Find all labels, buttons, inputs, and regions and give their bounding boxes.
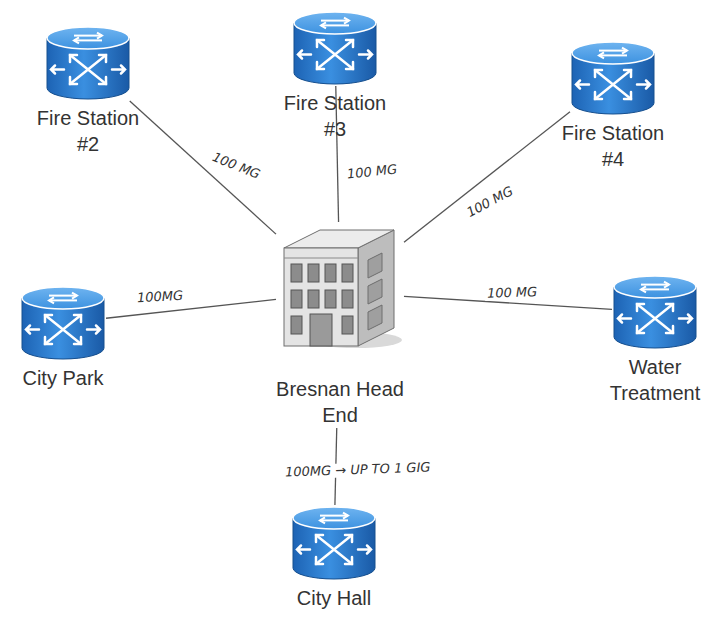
router-node: City Hall [291,505,377,581]
router-node: Fire Station #2 [45,25,131,101]
router-icon [45,25,131,101]
link-speed-label: 100MG → UP TO 1 GIG [283,460,433,480]
node-label: City Hall [297,585,371,611]
router-node: Water Treatment [612,274,698,350]
building-icon [276,222,404,350]
link-speed-label: 100 MG [344,162,399,182]
router-icon [291,505,377,581]
link-line [130,101,276,234]
link-speed-label: 100MG [135,289,186,306]
link-speed-label: 100 MG [485,285,540,301]
router-icon [612,274,698,350]
node-label: Bresnan Head End [276,376,404,428]
head-end-node: Bresnan Head End [276,222,404,428]
router-icon [292,10,378,86]
router-node: Fire Station #3 [292,10,378,86]
node-label: City Park [22,365,103,391]
router-node: Fire Station #4 [570,40,656,116]
router-node: City Park [20,285,106,361]
link-speed-label: 100 MG [208,149,264,183]
node-label: Fire Station #2 [24,105,152,157]
node-label: Fire Station #4 [549,120,677,172]
link-line [404,112,570,242]
router-icon [570,40,656,116]
router-icon [20,285,106,361]
link-line [106,299,276,318]
link-speed-label: 100 MG [463,183,518,221]
node-label: Water Treatment [603,354,707,406]
node-label: Fire Station #3 [271,90,399,142]
